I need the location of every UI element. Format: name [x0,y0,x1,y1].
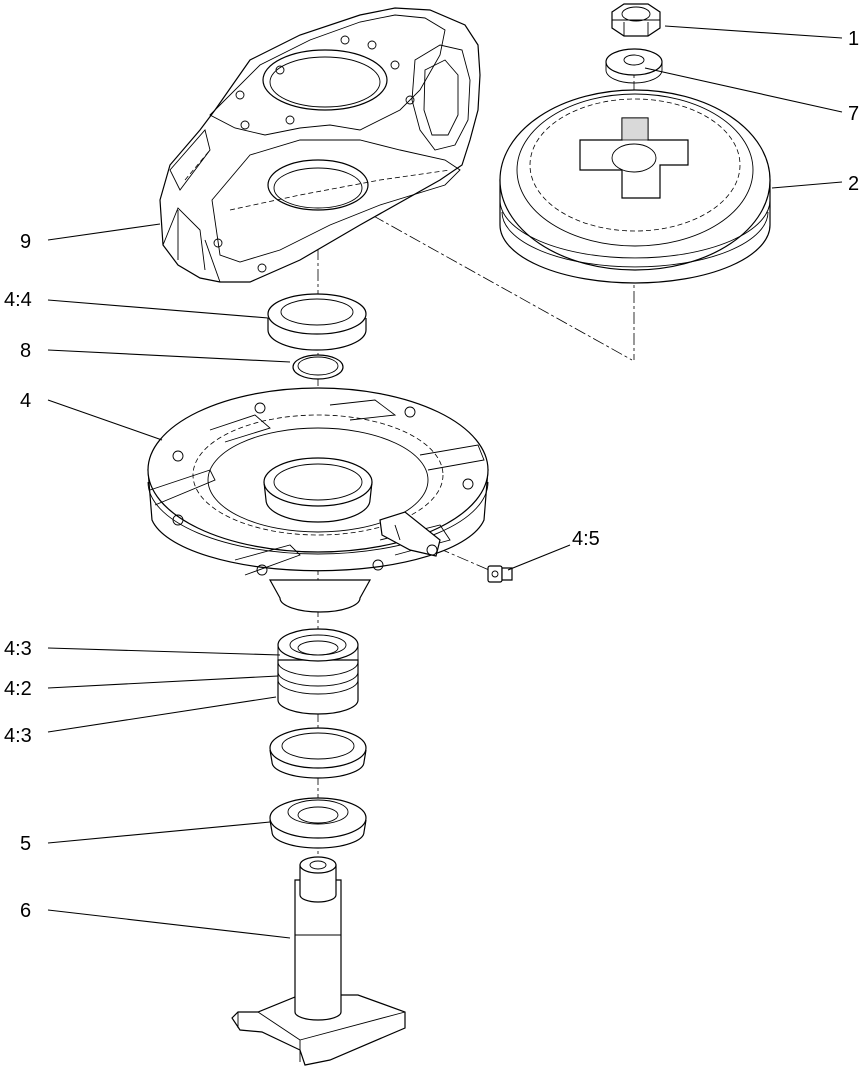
part-4-3-4-2-bearing-stack [277,628,359,715]
part-4-5-grease-fitting [487,565,513,583]
callout-4-5: 4:5 [572,528,600,550]
part-9-housing [159,7,481,283]
part-4-4-seal [267,293,367,351]
callout-4-3-upper: 4:3 [4,638,32,660]
callout-5: 5 [20,833,31,855]
part-4-3-bearing-cup [269,727,367,779]
callout-8: 8 [20,340,31,362]
part-1-nut [611,3,661,37]
part-6-spindle-shaft [231,856,406,1066]
callout-leaders [47,25,843,939]
callout-4: 4 [20,390,31,412]
callout-1: 1 [848,28,859,50]
part-2-pulley [499,89,771,284]
part-8-o-ring [292,354,344,380]
part-4-spindle-housing [147,387,489,613]
callout-4-3-lower: 4:3 [4,725,32,747]
callout-6: 6 [20,900,31,922]
callout-2: 2 [848,173,859,195]
callout-9: 9 [20,231,31,253]
part-5-seal [269,797,367,849]
callout-7: 7 [848,103,859,125]
callout-4-4: 4:4 [4,289,32,311]
callout-4-2: 4:2 [4,678,32,700]
